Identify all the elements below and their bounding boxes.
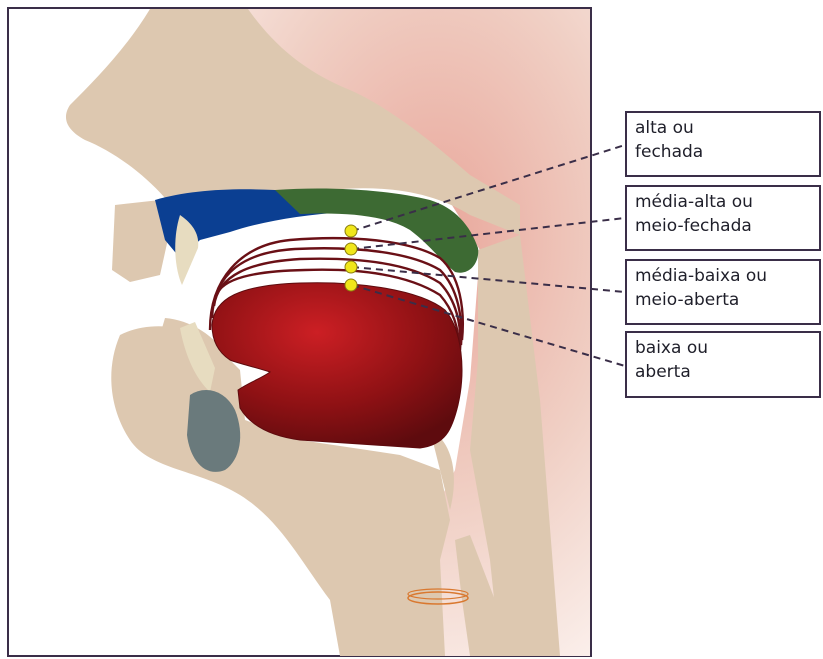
label-baixa-aberta: baixa ou aberta [625,331,821,398]
point-baixa [345,279,357,291]
label-line: média-baixa ou [635,264,811,288]
point-media-alta [345,243,357,255]
point-media-baixa [345,261,357,273]
label-line: fechada [635,140,811,164]
label-alta-fechada: alta ou fechada [625,111,821,177]
label-line: alta ou [635,116,811,140]
label-line: média-alta ou [635,190,811,214]
label-media-baixa: média-baixa ou meio-aberta [625,259,821,325]
label-line: meio-aberta [635,288,811,312]
label-media-alta: média-alta ou meio-fechada [625,185,821,251]
label-line: meio-fechada [635,214,811,238]
point-alta [345,225,357,237]
label-line: baixa ou [635,336,811,360]
label-line: aberta [635,360,811,384]
